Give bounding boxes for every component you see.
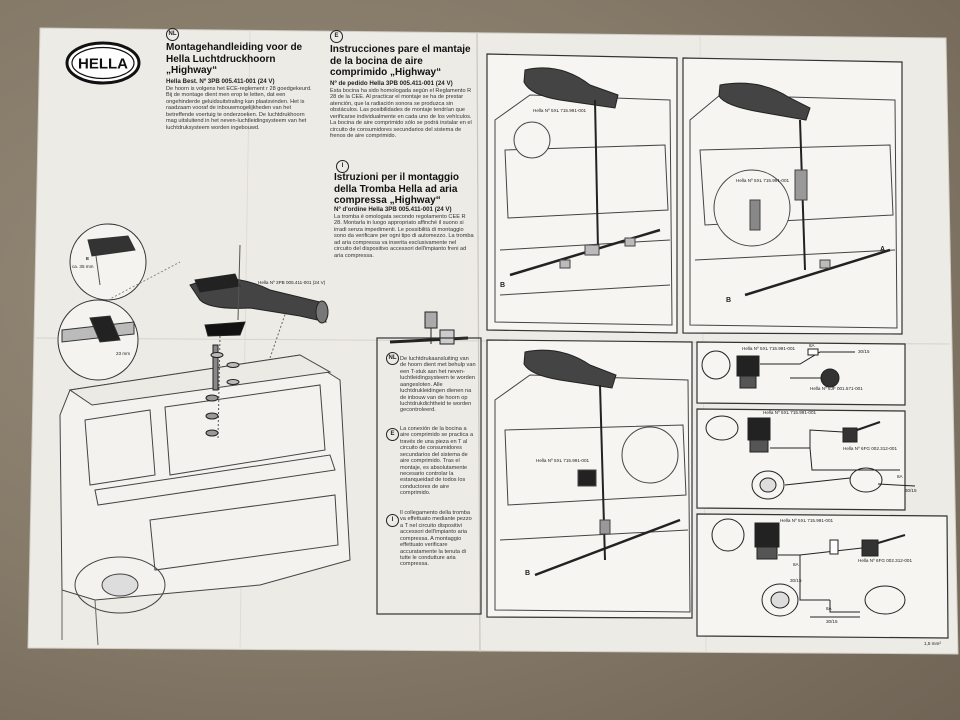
panel-2-truck-drawing	[689, 82, 898, 329]
dimension-e-label: E	[86, 256, 90, 261]
note-text-es: La conexión de la bocina a aire comprimi…	[400, 426, 474, 497]
wiring-3-switch-label: Hella Nº 6FG 002.312-001	[858, 558, 913, 563]
horn-exploded-view	[189, 244, 329, 441]
note-badge-it: I	[386, 514, 399, 527]
wiring-3-fuse-label: 8A	[793, 562, 799, 567]
es-order-number: Nº de pedido Hella 3PB 005.411-001 (24 V…	[330, 80, 453, 87]
es-title-line-2: de la bocina de aire	[330, 55, 423, 67]
lang-badge-es: E	[330, 30, 343, 43]
nl-order-number: Hella Best. Nº 3PB 005.411-001 (24 V)	[166, 78, 275, 85]
it-title-line-3: compressa „Highway“	[334, 195, 441, 206]
wiring-diagram-1	[701, 348, 855, 389]
it-body-text: La tromba è omologata secondo regolament…	[334, 214, 474, 259]
dimension-35mm-label: ca. 35 mm	[72, 264, 94, 269]
note-badge-nl: NL	[386, 352, 399, 365]
wiring-2-valve-label: Hella Nº 5XL 715.991-001	[763, 410, 817, 415]
panel-3-point-b: B	[525, 570, 531, 577]
panel-1-truck-drawing	[494, 67, 673, 326]
note-text-nl: De luchtdrukaansluiting van de hoorn die…	[400, 356, 476, 414]
panel-1-valve-label: Hella Nº 5XL 715.991-001	[533, 108, 587, 113]
wiring-3-terminal-label: 30/15	[790, 578, 802, 583]
svg-text:HELLA: HELLA	[78, 56, 128, 73]
wiring-2-terminal-label: 30/15	[905, 488, 917, 493]
es-title: Instrucciones pare el mantaje de la boci…	[330, 44, 480, 79]
wiring-1-relay-label: Hella Nº 6JF 001.571-001	[810, 386, 863, 391]
truck-cab-illustration	[59, 299, 351, 646]
note-text-it: Il collegamento della tromba va effettua…	[400, 510, 472, 568]
wiring-1-fuse-label: 8A	[809, 343, 815, 348]
nl-title-line-1: Montagehandleiding voor de	[166, 42, 303, 53]
it-title-line-2: della Tromba Hella ad aria	[334, 183, 458, 195]
wire-gauge-note: 1,5 mm²	[924, 641, 941, 646]
es-body-text: Esta bocina ha sido homologada según el …	[330, 88, 472, 139]
lang-badge-it: I	[336, 160, 349, 173]
panel-2-point-a: A	[880, 246, 886, 253]
nl-body-text: De hoorn is volgens het ECE-reglement r …	[166, 86, 312, 131]
wiring-2-fuse-label: 8A	[897, 474, 903, 479]
horn-part-label: Hella Nº 3PB 005.411-001 (24 V)	[258, 280, 326, 285]
panel-1-point-b: B	[500, 282, 506, 289]
panel-2-point-b: B	[726, 297, 732, 304]
nl-title-line-3: „Highway“	[166, 65, 218, 76]
notes-box-frame	[376, 337, 482, 615]
wiring-2-switch-label: Hella Nº 6FG 002.312-001	[843, 446, 898, 451]
wiring-1-terminal-label: 30/15	[858, 349, 870, 354]
es-title-line-1: Instrucciones pare el mantaje	[330, 44, 471, 55]
panel-3-truck-drawing	[494, 349, 691, 613]
panel-2-valve-label: Hella Nº 5XL 715.991-001	[736, 178, 790, 183]
nl-title-line-2: Hella Luchtdruckhoorn	[166, 53, 276, 65]
nl-title: Montagehandleiding voor de Hella Luchtdr…	[166, 42, 356, 77]
panel-3-valve-label: Hella Nº 5XL 715.991-001	[536, 458, 590, 463]
note-badge-es: E	[386, 428, 399, 441]
it-order-number: Nº d'ordine Hella 3PB 005.411-001 (24 V)	[334, 206, 452, 213]
hella-logo: HELLA	[65, 41, 141, 85]
t-piece-fitting	[389, 311, 469, 345]
it-title-line-1: Istruzioni per il montaggio	[334, 172, 459, 183]
wiring-diagram-3	[711, 518, 906, 618]
wiring-diagram-2	[705, 415, 916, 500]
wiring-panel-1-frame	[696, 341, 906, 406]
wiring-3-fuse-2-label: 8A	[826, 606, 832, 611]
panel-2-frame	[682, 57, 903, 335]
dimension-23mm-label: 23 mm	[116, 351, 131, 356]
lang-badge-nl: NL	[166, 28, 179, 41]
wiring-1-valve-label: Hella Nº 5XL 715.991-001	[742, 346, 796, 351]
it-title: Istruzioni per il montaggio della Tromba…	[334, 172, 479, 207]
detail-mount-circles	[57, 223, 181, 381]
wiring-3-valve-label: Hella Nº 5XL 715.991-001	[780, 518, 834, 523]
wiring-3-terminal-2-label: 30/15	[826, 619, 838, 624]
es-title-line-3: comprimido „Highway“	[330, 67, 442, 78]
